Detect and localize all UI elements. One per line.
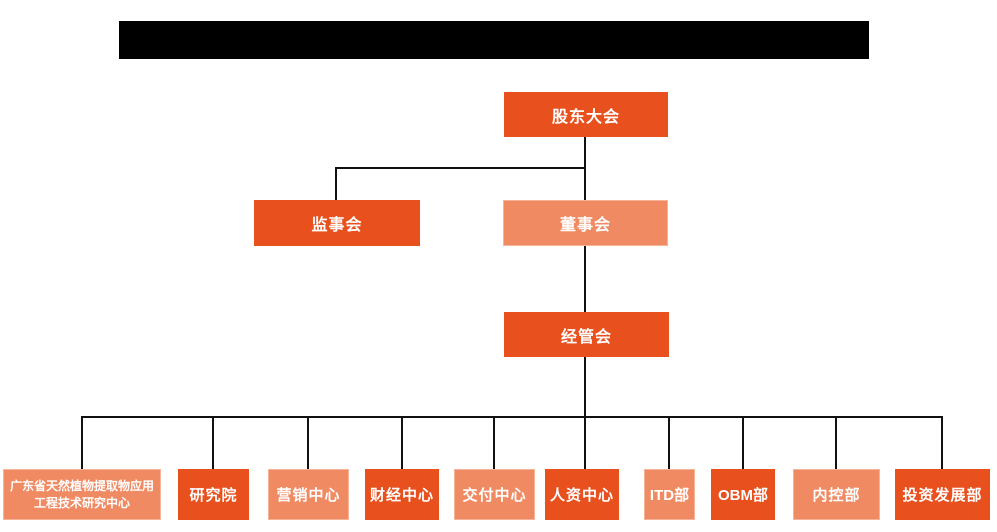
node-label: OBM部 xyxy=(718,487,768,504)
node-dept-delivery-center: 交付中心 xyxy=(454,469,535,520)
node-label: 内控部 xyxy=(812,487,861,504)
connector-branch-horizontal xyxy=(335,167,586,169)
node-label: 监事会 xyxy=(311,217,363,234)
node-label: 广东省天然植物提取物应用工程技术研究中心 xyxy=(9,479,154,510)
connector-drop xyxy=(668,417,670,469)
node-dept-itd: ITD部 xyxy=(644,469,695,520)
connector-distribution-rail xyxy=(81,416,943,418)
node-label: 营销中心 xyxy=(276,487,341,504)
node-label: 经管会 xyxy=(560,328,612,346)
node-dept-internal-control: 内控部 xyxy=(793,469,880,520)
node-dept-hr-center: 人资中心 xyxy=(545,469,619,520)
node-label: 投资发展部 xyxy=(902,487,983,504)
node-shareholders-meeting: 股东大会 xyxy=(504,92,668,137)
connector-drop xyxy=(835,417,837,469)
connector-drop xyxy=(742,417,744,469)
connector-drop xyxy=(307,417,309,469)
node-label: 人资中心 xyxy=(549,487,614,504)
connector-management-rail xyxy=(584,357,586,469)
node-label: 交付中心 xyxy=(462,487,527,504)
node-dept-research-institute: 研究院 xyxy=(178,469,249,520)
redacted-title-bar xyxy=(119,21,869,59)
node-label: 研究院 xyxy=(189,487,238,504)
connector-drop xyxy=(493,417,495,469)
node-label: 股东大会 xyxy=(551,108,620,126)
node-supervisory-board: 监事会 xyxy=(254,200,420,246)
connector-drop xyxy=(212,417,214,469)
node-dept-obm: OBM部 xyxy=(711,469,775,520)
node-dept-research-center: 广东省天然植物提取物应用工程技术研究中心 xyxy=(3,469,161,520)
connector-drop xyxy=(401,417,403,469)
node-label: 财经中心 xyxy=(369,487,434,504)
node-dept-investment-development: 投资发展部 xyxy=(895,469,990,520)
connector-drop xyxy=(941,417,943,469)
node-management-committee: 经管会 xyxy=(504,312,669,357)
connector-drop xyxy=(81,417,83,469)
connector-branch-supervisory xyxy=(335,167,337,200)
node-board-of-directors: 董事会 xyxy=(503,200,668,246)
node-label: ITD部 xyxy=(649,487,690,504)
connector-board-management xyxy=(584,246,586,312)
node-label: 董事会 xyxy=(559,217,611,234)
node-dept-marketing-center: 营销中心 xyxy=(268,469,349,520)
node-dept-finance-center: 财经中心 xyxy=(365,469,439,520)
